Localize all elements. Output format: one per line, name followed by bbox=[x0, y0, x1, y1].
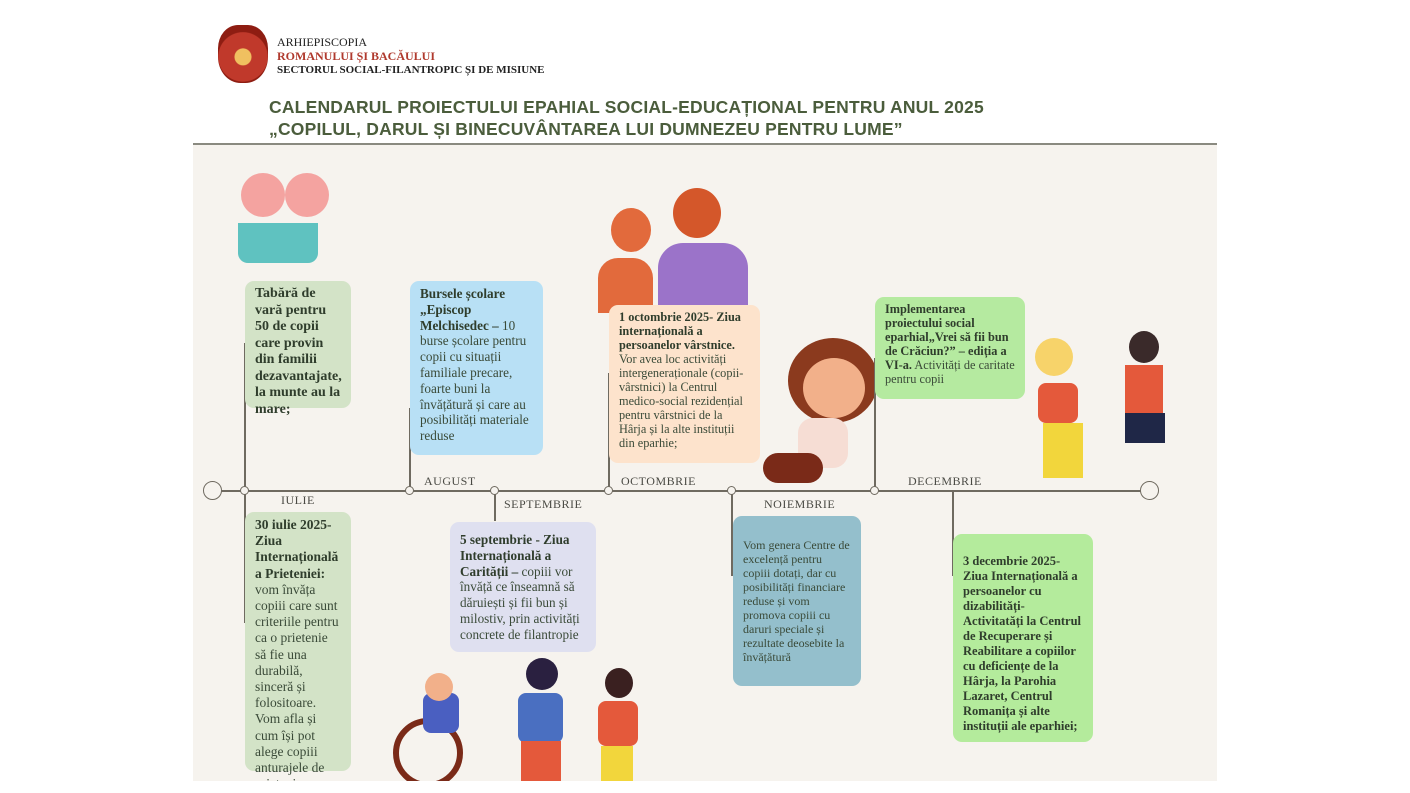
event-title: 5 septembrie - Ziua Internațională a Car… bbox=[460, 532, 570, 579]
connector-iulie bbox=[244, 343, 246, 623]
month-label-octombrie: OCTOMBRIE bbox=[621, 474, 696, 488]
node-decembrie bbox=[870, 486, 879, 495]
event-title: 3 decembrie 2025- Ziua Internațională a … bbox=[963, 554, 1082, 733]
event-card-septembrie-charity: 5 septembrie - Ziua Internațională a Car… bbox=[450, 522, 596, 652]
event-text: copiii vor învăță ce înseamnă să dăruieș… bbox=[460, 563, 580, 642]
connector-noiembrie bbox=[731, 491, 733, 576]
org-department: SECTORUL SOCIAL-FILANTROPIC ȘI DE MISIUN… bbox=[277, 64, 545, 76]
month-label-iulie: IULIE bbox=[281, 493, 315, 507]
month-label-august: AUGUST bbox=[424, 474, 476, 488]
event-text: Vor avea loc activități intergeneraționa… bbox=[619, 352, 744, 450]
event-text: 10 burse școlare pentru copii cu situați… bbox=[420, 317, 529, 444]
event-text: Vom genera Centre de excelență pentru co… bbox=[743, 538, 850, 664]
event-title: Bursele școlare „Episcop Melchisedec – bbox=[420, 286, 506, 333]
month-label-decembrie: DECEMBRIE bbox=[908, 474, 982, 488]
header: ARHIEPISCOPIA ROMANULUI ȘI BACĂULUI SECT… bbox=[193, 13, 1217, 145]
event-card-decembrie-christmas: Implementarea proiectului social eparhia… bbox=[875, 297, 1025, 399]
event-card-noiembrie-excellence: Vom genera Centre de excelență pentru co… bbox=[733, 516, 861, 686]
event-card-decembrie-disabilities: 3 decembrie 2025- Ziua Internațională a … bbox=[953, 534, 1093, 742]
event-card-iulie-camp: Tabără de vară pentru 50 de copii care p… bbox=[245, 281, 351, 417]
calendar-page: ARHIEPISCOPIA ROMANULUI ȘI BACĂULUI SECT… bbox=[193, 13, 1217, 781]
event-title: Tabără de vară pentru 50 de copii care p… bbox=[255, 286, 342, 417]
org-name-line2: ROMANULUI ȘI BACĂULUI bbox=[277, 49, 436, 63]
event-text: vom învăța copiii care sunt criteriile p… bbox=[255, 581, 339, 781]
page-subtitle: „COPILUL, DARUL ȘI BINECUVÂNTAREA LUI DU… bbox=[269, 119, 903, 139]
event-text: Activități de caritate pentru copii bbox=[885, 358, 1015, 386]
event-title: 1 octombrie 2025- Ziua internațională a … bbox=[619, 310, 741, 352]
connector-octombrie bbox=[608, 373, 610, 491]
timeline-start-marker bbox=[203, 481, 222, 500]
page-title: CALENDARUL PROIECTULUI EPAHIAL SOCIAL-ED… bbox=[269, 97, 984, 117]
event-card-iulie-friendship: 30 iulie 2025- Ziua Internațională a Pri… bbox=[245, 512, 351, 781]
timeline-end-marker bbox=[1140, 481, 1159, 500]
connector-decembrie-top bbox=[874, 358, 876, 491]
node-august bbox=[405, 486, 414, 495]
connector-septembrie bbox=[494, 491, 496, 521]
month-label-noiembrie: NOIEMBRIE bbox=[764, 497, 836, 511]
node-septembrie bbox=[490, 486, 499, 495]
node-iulie bbox=[240, 486, 249, 495]
event-title: 30 iulie 2025- Ziua Internațională a Pri… bbox=[255, 517, 339, 581]
event-card-august-scholarships: Bursele școlare „Episcop Melchisedec – 1… bbox=[410, 281, 543, 455]
connector-decembrie-bottom bbox=[952, 491, 954, 576]
archdiocese-crest-logo bbox=[218, 25, 268, 83]
month-label-septembrie: SEPTEMBRIE bbox=[504, 497, 583, 511]
node-noiembrie bbox=[727, 486, 736, 495]
event-title: Implementarea proiectului social eparhia… bbox=[885, 302, 1009, 372]
connector-august bbox=[409, 408, 411, 491]
event-card-octombrie-elderly: 1 octombrie 2025- Ziua internațională a … bbox=[609, 305, 760, 463]
org-name-line1: ARHIEPISCOPIA bbox=[277, 35, 368, 49]
timeline-axis bbox=[212, 490, 1150, 492]
node-octombrie bbox=[604, 486, 613, 495]
